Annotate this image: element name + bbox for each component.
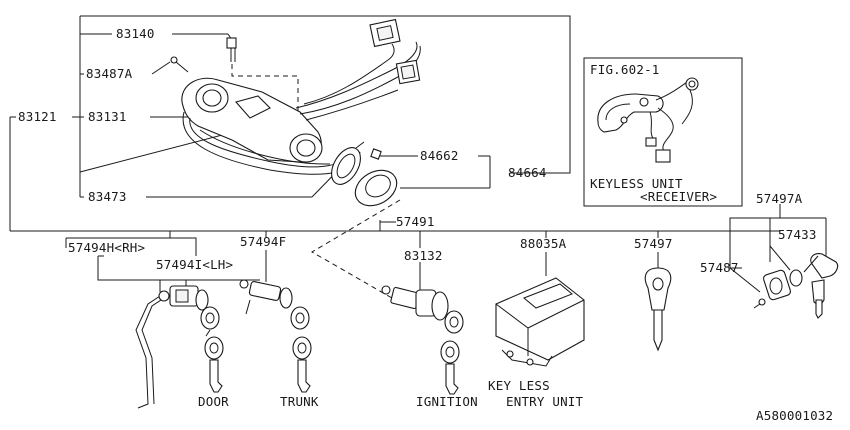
main-frame bbox=[9, 15, 780, 232]
label-84662: 84662 bbox=[420, 148, 459, 163]
label-57487: 57487 bbox=[700, 260, 739, 275]
label-57433: 57433 bbox=[778, 227, 817, 242]
label-83132: 83132 bbox=[404, 248, 443, 263]
label-57494H: 57494H<RH> bbox=[68, 240, 145, 255]
label-57494F: 57494F bbox=[240, 234, 286, 249]
label-57497A: 57497A bbox=[756, 191, 803, 206]
diagram-id: A580001032 bbox=[756, 408, 833, 423]
label-57494I: 57494I<LH> bbox=[156, 257, 233, 272]
caption-keyless-line1: KEY LESS bbox=[488, 378, 550, 393]
inset-fig-label: FIG.602-1 bbox=[590, 62, 660, 77]
key-57497 bbox=[644, 267, 672, 352]
label-83131: 83131 bbox=[88, 109, 127, 124]
label-83121: 83121 bbox=[18, 109, 57, 124]
label-57497: 57497 bbox=[634, 236, 673, 251]
label-88035A: 88035A bbox=[520, 236, 567, 251]
trunk-lock-cylinder bbox=[239, 279, 312, 393]
inset-keyless-receiver: FIG.602-1 KEYLESS UNIT <RECEIVER> bbox=[583, 57, 743, 207]
key-set-57497A bbox=[753, 253, 839, 319]
caption-door: DOOR bbox=[198, 394, 229, 409]
keyless-entry-unit bbox=[495, 277, 585, 367]
inset-caption-line2: <RECEIVER> bbox=[640, 189, 717, 204]
screw-83487A bbox=[170, 56, 189, 73]
inset-caption-line1: KEYLESS UNIT bbox=[590, 176, 683, 191]
label-83487A: 83487A bbox=[86, 66, 133, 81]
door-lock-cylinder bbox=[135, 285, 224, 409]
label-83473: 83473 bbox=[88, 189, 127, 204]
label-83140: 83140 bbox=[116, 26, 155, 41]
caption-ignition: IGNITION bbox=[416, 394, 478, 409]
label-57491: 57491 bbox=[396, 214, 435, 229]
caption-trunk: TRUNK bbox=[280, 394, 319, 409]
ignition-cylinder bbox=[381, 285, 464, 395]
steering-lock-assembly bbox=[170, 18, 421, 299]
bolt-83140 bbox=[226, 37, 237, 62]
label-84664: 84664 bbox=[508, 165, 547, 180]
caption-keyless-line2: ENTRY UNIT bbox=[506, 394, 584, 409]
lower-brackets bbox=[65, 204, 827, 294]
